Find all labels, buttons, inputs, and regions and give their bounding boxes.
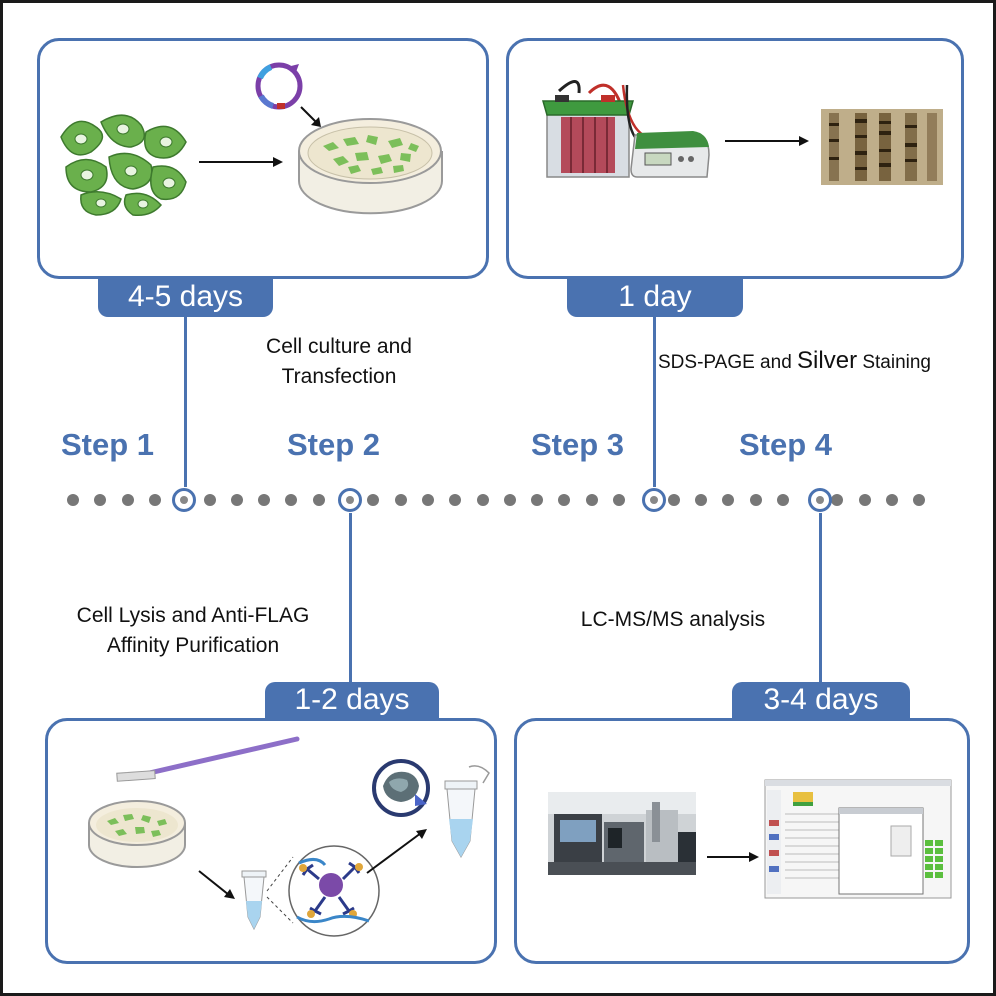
petri-dish-icon xyxy=(298,118,443,215)
timeline-dot xyxy=(421,494,434,506)
step-2-description: Cell Lysis and Anti-FLAG Affinity Purifi… xyxy=(33,601,353,661)
timeline-dot xyxy=(67,494,79,506)
timeline-dot xyxy=(585,494,598,506)
timeline-dot xyxy=(531,494,544,506)
arrow-icon xyxy=(366,829,427,874)
timeline-dot xyxy=(476,494,489,506)
timeline-dot xyxy=(230,494,243,506)
step-2-description-line-1: Cell Lysis and Anti-FLAG xyxy=(76,604,310,627)
step-3-description: SDS-PAGE and Silver Staining xyxy=(658,346,983,378)
connector-step-3 xyxy=(653,317,656,487)
step-3-label: Step 3 xyxy=(531,427,625,462)
timeline-dot xyxy=(285,494,298,506)
petri-dish-icon xyxy=(88,800,186,868)
microtube-icon xyxy=(241,870,267,931)
timeline-dot xyxy=(394,494,407,506)
timeline-marker-step-3 xyxy=(642,488,666,512)
arrow-icon xyxy=(707,852,759,862)
timeline-dot xyxy=(694,494,707,506)
timeline-dot xyxy=(722,494,735,506)
step-3-description-part-1: SDS-PAGE and xyxy=(658,352,798,373)
arrow-icon xyxy=(725,136,809,146)
step-1-description: Cell culture and Transfection xyxy=(229,332,449,392)
silver-stained-gel-icon xyxy=(821,109,943,185)
timeline-dot xyxy=(858,494,871,506)
cells-icon xyxy=(60,114,187,217)
step-2-description-line-2: Affinity Purification xyxy=(106,634,280,657)
electrophoresis-tank-icon xyxy=(542,80,634,178)
timeline-dot xyxy=(203,494,216,506)
step-3-description-part-2: Silver xyxy=(797,347,858,374)
duration-tag-step-2: 1-2 days xyxy=(265,682,439,721)
timeline-marker-step-1 xyxy=(172,488,196,512)
timeline-dot xyxy=(886,494,898,506)
connector-step-1 xyxy=(184,317,187,487)
arrow-icon xyxy=(199,157,283,167)
timeline-dot xyxy=(503,494,516,506)
connector-step-2 xyxy=(349,513,352,683)
timeline-dot xyxy=(913,494,926,506)
timeline-dot xyxy=(312,494,325,506)
timeline-dot xyxy=(258,494,271,506)
affinity-bead-icon xyxy=(266,845,380,937)
timeline-dot xyxy=(831,494,844,506)
step-2-label: Step 2 xyxy=(287,427,381,462)
step-4-description: LC-MS/MS analysis xyxy=(543,605,803,635)
software-screenshot-icon xyxy=(764,779,952,899)
timeline-dot xyxy=(94,494,107,506)
timeline-dot xyxy=(449,494,462,506)
timeline-dot xyxy=(148,494,161,506)
timeline-dot xyxy=(558,494,571,506)
affinity-bead-icon xyxy=(372,759,430,817)
step-1-description-line-2: Transfection xyxy=(281,365,397,388)
timeline-dot xyxy=(749,494,762,506)
plasmid-icon xyxy=(255,62,303,110)
step-1-description-line-1: Cell culture and xyxy=(266,335,412,358)
timeline-dot xyxy=(776,494,789,506)
timeline-dot xyxy=(121,494,134,506)
connector-step-4 xyxy=(819,513,822,683)
cell-scraper-icon xyxy=(116,736,300,782)
timeline-marker-step-2 xyxy=(338,488,362,512)
timeline-dot xyxy=(367,494,380,506)
step-3-description-part-3: Staining xyxy=(857,352,932,373)
microtube-icon xyxy=(444,765,490,859)
step-4-description-line-1: LC-MS/MS analysis xyxy=(580,608,766,631)
step-4-label: Step 4 xyxy=(739,427,833,462)
arrow-icon xyxy=(198,870,235,899)
duration-tag-step-1: 4-5 days xyxy=(98,279,273,317)
timeline-dot xyxy=(613,494,625,506)
mass-spectrometer-photo-icon xyxy=(548,792,696,875)
power-supply-icon xyxy=(621,84,710,178)
step-1-label: Step 1 xyxy=(61,427,155,462)
timeline-dot xyxy=(667,494,680,506)
timeline-marker-step-4 xyxy=(808,488,832,512)
duration-tag-step-4: 3-4 days xyxy=(732,682,910,721)
duration-tag-step-3: 1 day xyxy=(567,279,743,317)
arrow-icon xyxy=(300,106,321,127)
